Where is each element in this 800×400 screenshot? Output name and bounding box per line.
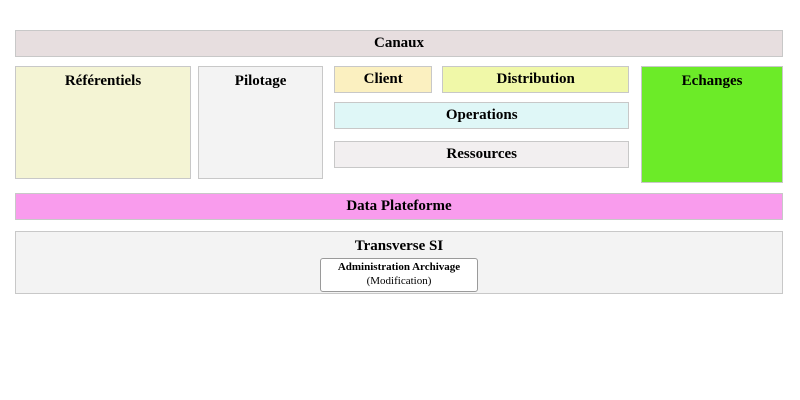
block-pilotage[interactable]: Pilotage bbox=[198, 66, 324, 179]
block-ressources[interactable]: Ressources bbox=[334, 141, 630, 168]
banner-canaux[interactable]: Canaux bbox=[15, 30, 783, 57]
block-pilotage-label: Pilotage bbox=[234, 73, 287, 89]
block-administration-archivage[interactable]: Administration Archivage (Modification) bbox=[320, 258, 478, 292]
block-referentiels-label: Référentiels bbox=[64, 73, 142, 89]
architecture-diagram: Canaux Référentiels Pilotage Client Dist… bbox=[15, 30, 783, 294]
block-ressources-label: Ressources bbox=[446, 146, 517, 162]
block-operations[interactable]: Operations bbox=[334, 102, 630, 129]
block-administration-archivage-subtitle: (Modification) bbox=[366, 274, 432, 287]
block-client[interactable]: Client bbox=[334, 66, 433, 93]
center-stack: Client Distribution Operations Ressource… bbox=[334, 66, 630, 179]
block-client-label: Client bbox=[363, 71, 403, 87]
block-echanges-label: Echanges bbox=[681, 73, 743, 89]
block-operations-label: Operations bbox=[445, 107, 518, 123]
middle-row: Référentiels Pilotage Client Distributio… bbox=[15, 66, 783, 183]
section-transverse-si[interactable]: Transverse SI Administration Archivage (… bbox=[15, 231, 783, 294]
banner-canaux-label: Canaux bbox=[373, 35, 425, 51]
block-administration-archivage-title: Administration Archivage bbox=[337, 261, 461, 274]
banner-data-plateforme-label: Data Plateforme bbox=[346, 198, 452, 214]
block-distribution[interactable]: Distribution bbox=[442, 66, 630, 93]
center-stack-top-row: Client Distribution bbox=[334, 66, 630, 93]
block-echanges[interactable]: Echanges bbox=[641, 66, 783, 183]
block-referentiels[interactable]: Référentiels bbox=[15, 66, 192, 179]
banner-data-plateforme[interactable]: Data Plateforme bbox=[15, 193, 783, 220]
section-transverse-si-label: Transverse SI bbox=[354, 238, 444, 255]
block-distribution-label: Distribution bbox=[496, 71, 575, 87]
